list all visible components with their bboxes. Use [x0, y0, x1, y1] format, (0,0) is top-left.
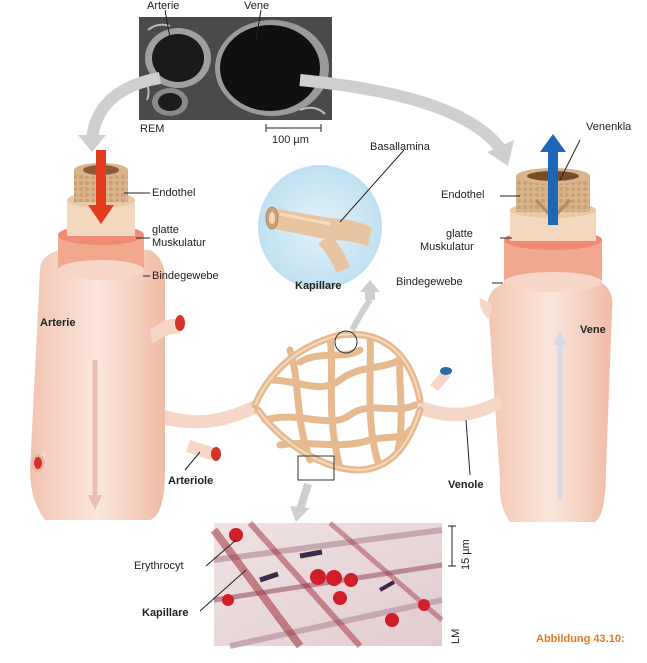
- label-arterie-main: Arterie: [40, 317, 76, 329]
- label-kapillare-lm: Kapillare: [142, 607, 189, 619]
- label-muskulatur-right: Muskulatur: [420, 241, 474, 253]
- label-bindegewebe-right: Bindegewebe: [396, 276, 463, 288]
- label-erythrocyt: Erythrocyt: [134, 560, 184, 572]
- label-vene-main: Vene: [580, 324, 606, 336]
- gray-arrowhead-left: [78, 135, 106, 152]
- venule-lumen: [440, 367, 452, 375]
- label-venenklappe: Venenkla: [586, 121, 632, 133]
- label-rem-scale: 100 µm: [272, 134, 309, 146]
- label-muskulatur-left: Muskulatur: [152, 237, 206, 249]
- label-rem: REM: [140, 123, 165, 135]
- arterie-leader: [164, 9, 171, 39]
- label-bindegewebe-left: Bindegewebe: [152, 270, 219, 282]
- rem-micrograph: [139, 17, 332, 120]
- capillary-3d: [265, 206, 372, 272]
- gray-arrow-lm: [296, 482, 312, 512]
- rem-scale-bar: [265, 124, 322, 132]
- label-vene-top: Vene: [244, 0, 270, 12]
- label-glatte-left: glatte: [152, 224, 179, 236]
- gray-arrow-left: [86, 72, 162, 141]
- vein-vessel: [479, 134, 613, 522]
- gray-arrowhead-right: [487, 140, 514, 166]
- label-endothel-left: Endothel: [152, 187, 196, 199]
- label-basallamina: Basallamina: [370, 141, 430, 153]
- venule-branch: [430, 371, 450, 391]
- zoom-rect: [297, 455, 335, 481]
- lm-micrograph: [210, 521, 444, 649]
- vene-leader: [255, 9, 262, 41]
- leader-lines: [124, 139, 581, 612]
- artery-vessel: [30, 150, 185, 520]
- arteriole-vessel: [165, 400, 260, 429]
- label-arteriole: Arteriole: [168, 475, 214, 487]
- label-glatte-right: glatte: [446, 228, 473, 240]
- arteriole-lumen: [211, 447, 221, 461]
- label-lm-scale: 15 µm: [460, 539, 472, 570]
- zoom-circle: [334, 330, 358, 354]
- label-endothel-right: Endothel: [441, 189, 485, 201]
- lm-scale-bar: [448, 525, 456, 567]
- label-venole: Venole: [448, 479, 484, 491]
- arteriole-branch: [186, 440, 215, 460]
- label-lm: LM: [450, 628, 462, 644]
- label-arterie-top: Arterie: [147, 0, 180, 12]
- gray-arrow-right: [299, 74, 505, 152]
- venule-vessel: [418, 395, 502, 422]
- capillary-network: [251, 330, 424, 474]
- label-kapillare-zoom: Kapillare: [295, 280, 342, 292]
- figure-caption: Abbildung 43.10:: [536, 633, 625, 645]
